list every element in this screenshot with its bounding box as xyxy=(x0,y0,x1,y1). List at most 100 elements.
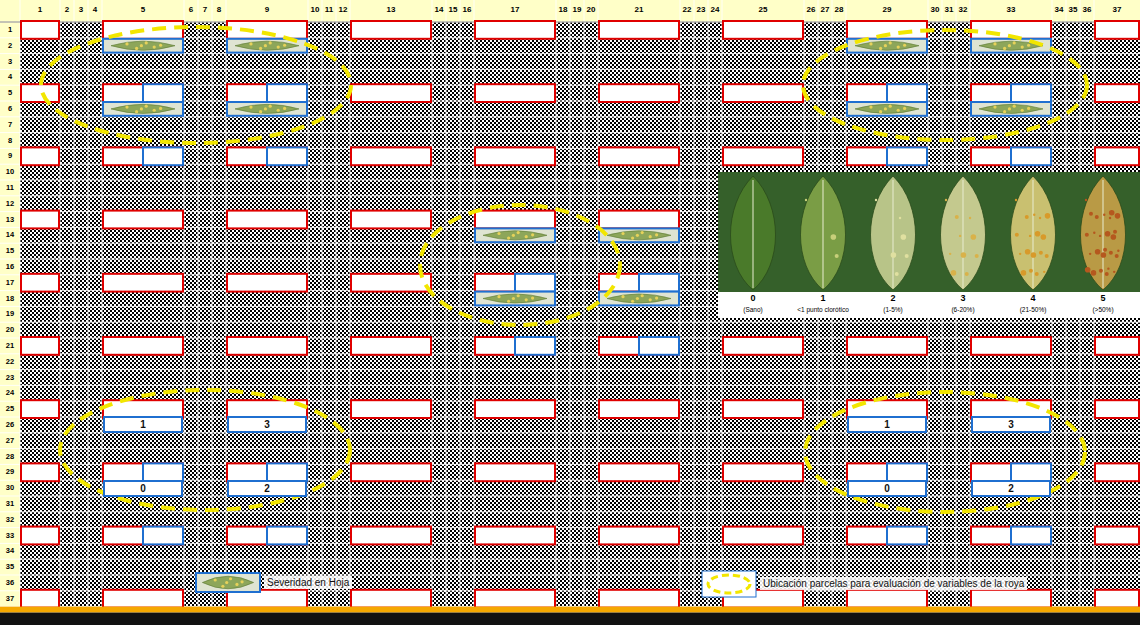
plot-box xyxy=(475,463,555,481)
severity-grade: (6-20%) xyxy=(929,305,997,314)
plot-box xyxy=(599,463,679,481)
label-text: (1-5%) xyxy=(883,306,903,313)
label-text: 3 xyxy=(8,57,12,66)
rust-spot xyxy=(1085,233,1089,237)
label-text: 25 xyxy=(759,5,768,14)
plot-box xyxy=(847,590,927,608)
label-text: 17 xyxy=(511,5,520,14)
plot-box xyxy=(475,337,555,355)
column-number: 28 xyxy=(828,4,850,16)
plot-box xyxy=(227,84,307,102)
sample-plot-half xyxy=(639,337,679,355)
leaf-box xyxy=(103,102,183,116)
column-number: 12 xyxy=(332,4,354,16)
plot-box xyxy=(723,527,803,545)
row-number: 22 xyxy=(0,354,20,370)
grid-line xyxy=(708,0,709,607)
grid-line xyxy=(0,69,1140,70)
rust-spot xyxy=(1109,217,1111,219)
leaf-box xyxy=(599,228,679,242)
label-text: 11 xyxy=(6,183,14,192)
label-text: 13 xyxy=(6,215,14,224)
score-number: 3 xyxy=(1008,419,1014,430)
label-text: 37 xyxy=(1113,5,1122,14)
label-text: (21-50%) xyxy=(1020,306,1047,313)
leaf-shape xyxy=(607,294,671,303)
row-number: 5 xyxy=(0,85,20,101)
legend-text: Ubicación parcelas para evaluación de va… xyxy=(763,578,1024,589)
label-text: 35 xyxy=(1069,5,1078,14)
plots xyxy=(21,21,1139,608)
leaf-thumbnail xyxy=(971,102,1051,116)
sample-plot-half xyxy=(1011,527,1051,545)
sample-plot-half xyxy=(887,527,927,545)
sample-plot-half xyxy=(887,147,927,165)
rust-spot xyxy=(1015,199,1017,201)
sample-plot-half xyxy=(515,274,555,292)
plot-box xyxy=(21,84,59,102)
grid-line xyxy=(0,369,1140,370)
row-number: 1 xyxy=(0,22,20,38)
rust-spot xyxy=(1099,235,1101,237)
grid-line xyxy=(212,0,213,607)
row-number: 30 xyxy=(0,480,20,496)
rust-spot xyxy=(891,252,897,258)
column-number: 13 xyxy=(346,4,436,16)
label-text: 25 xyxy=(6,404,14,413)
plot-box xyxy=(21,21,59,39)
rust-spot xyxy=(897,109,900,112)
row-number: 3 xyxy=(0,54,20,70)
column-number: 22 xyxy=(676,4,698,16)
label-text: (6-20%) xyxy=(951,306,974,313)
rust-spot xyxy=(1035,231,1041,237)
rust-spot xyxy=(655,296,658,299)
plot-box xyxy=(227,527,307,545)
grid-line xyxy=(694,0,695,607)
rust-spot xyxy=(1008,107,1011,110)
rust-spot xyxy=(1021,45,1024,48)
row-number: 23 xyxy=(0,370,20,386)
label-text: 27 xyxy=(6,436,14,445)
leaf-shape xyxy=(111,41,175,50)
bottom-bar xyxy=(0,613,1140,625)
rust-spot xyxy=(1035,272,1039,276)
plot-box xyxy=(103,211,183,229)
severity-grade: (>50%) xyxy=(1069,305,1137,314)
rust-spot xyxy=(135,110,138,113)
score-box: 2 xyxy=(971,480,1051,497)
label-text: 20 xyxy=(587,5,596,14)
rust-spot xyxy=(879,47,882,50)
rust-spot xyxy=(1117,250,1119,252)
severity-grade: 0 xyxy=(719,293,787,304)
plot-box xyxy=(971,463,1051,481)
plot-box xyxy=(21,147,59,165)
leaf-shape xyxy=(483,294,547,303)
plot-box xyxy=(723,400,803,418)
column-number: 31 xyxy=(938,4,960,16)
rust-spot xyxy=(517,294,520,297)
grid-line xyxy=(584,0,585,607)
label-text: 6 xyxy=(189,5,193,14)
leaf-thumbnail xyxy=(599,292,679,306)
plot-box xyxy=(103,84,183,102)
rust-spot xyxy=(531,296,534,299)
score-number: 1 xyxy=(140,419,146,430)
plot-box xyxy=(227,21,307,39)
rust-spot xyxy=(1089,212,1093,216)
legend-leaf-icon xyxy=(196,573,260,592)
rust-spot xyxy=(1113,230,1117,234)
leaf-thumbnail xyxy=(847,102,927,116)
plot-box xyxy=(723,463,803,481)
row-number: 15 xyxy=(0,243,20,259)
rust-spot xyxy=(884,44,887,47)
scale-leaf xyxy=(801,176,846,290)
row-number: 6 xyxy=(0,101,20,117)
row-number: 19 xyxy=(0,306,20,322)
label-text: 24 xyxy=(711,5,720,14)
rust-spot xyxy=(884,107,887,110)
label-text: 32 xyxy=(959,5,968,14)
rust-spot xyxy=(1003,110,1006,113)
label-text: 28 xyxy=(6,452,14,461)
rust-spot xyxy=(951,270,957,276)
label-text: 21 xyxy=(6,341,14,350)
